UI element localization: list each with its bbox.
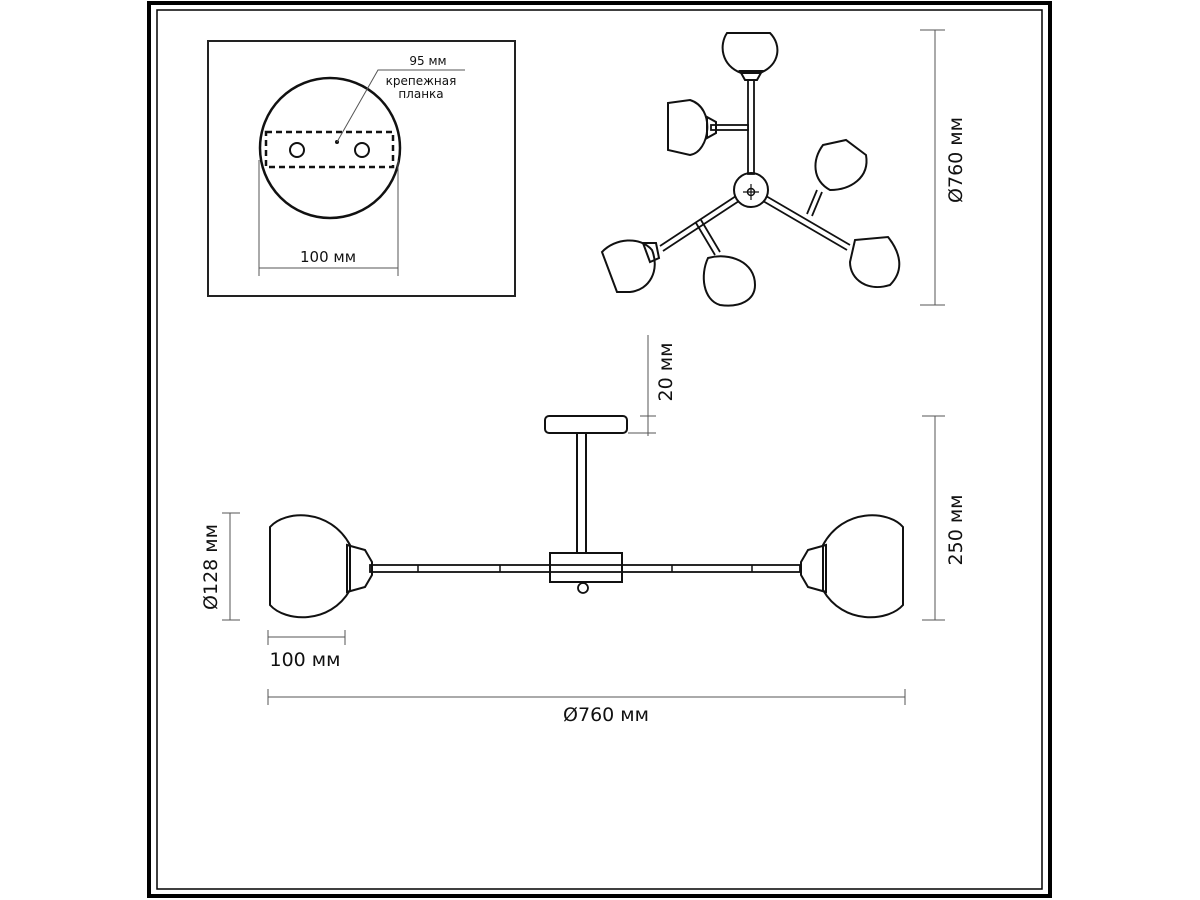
arm — [369, 564, 801, 573]
side-view: 20 мм 250 мм Ø128 мм 100 мм Ø760 мм — [200, 335, 967, 726]
shade-diameter-label: Ø128 мм — [200, 524, 222, 610]
canopy-circle — [258, 76, 402, 220]
shade-lower-right — [848, 235, 901, 288]
canopy — [544, 415, 628, 434]
top-view: Ø760 мм — [600, 29, 967, 307]
shade-upper-right — [814, 138, 868, 192]
mounting-bracket — [264, 130, 395, 169]
shade-upper-left — [667, 98, 717, 157]
stem — [576, 432, 587, 554]
hub — [733, 172, 769, 208]
screw-hole — [354, 142, 370, 158]
shade-lower-left — [600, 239, 661, 293]
outer-frame — [147, 1, 1052, 898]
hub-box — [549, 552, 623, 583]
shade-depth-label: 100 мм — [270, 649, 341, 671]
shade-right — [800, 514, 904, 619]
total-width-label: Ø760 мм — [563, 704, 649, 726]
leader-line — [336, 69, 465, 143]
inner-frame — [156, 9, 1043, 890]
plate-label: 95 мм — [409, 54, 446, 68]
shade-top — [721, 32, 779, 81]
shade-lower-middle — [702, 255, 757, 307]
total-height-label: 250 мм — [945, 495, 967, 566]
canopy-diameter-label: 100 мм — [300, 248, 356, 266]
screw-hole — [289, 142, 305, 158]
canopy-height-label: 20 мм — [655, 343, 677, 402]
mount-detail: 95 мм крепежная планка 100 мм — [207, 40, 516, 297]
inset-border — [207, 40, 516, 297]
bracket-label-2: планка — [398, 87, 443, 101]
top-diameter-label: Ø760 мм — [945, 117, 967, 203]
bracket-label-1: крепежная — [386, 74, 457, 88]
shade-left — [269, 514, 373, 619]
